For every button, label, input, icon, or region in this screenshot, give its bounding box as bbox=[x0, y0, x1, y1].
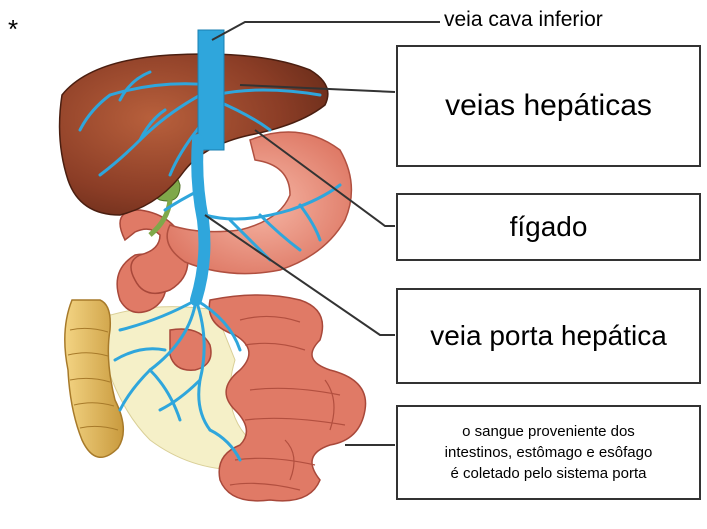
asterisk-marker: * bbox=[8, 14, 18, 45]
label-liver: fígado bbox=[396, 193, 701, 261]
note-line-1: o sangue proveniente dos bbox=[462, 421, 635, 442]
label-inferior-vena-cava: veia cava inferior bbox=[444, 8, 603, 32]
label-hepatic-veins: veias hepáticas bbox=[396, 45, 701, 167]
portal-vein bbox=[196, 140, 204, 300]
inferior-vena-cava bbox=[198, 30, 224, 150]
label-liver-text: fígado bbox=[510, 211, 588, 243]
note-line-2: intestinos, estômago e esôfago bbox=[445, 442, 653, 463]
label-hepatic-veins-text: veias hepáticas bbox=[445, 89, 652, 123]
note-box: o sangue proveniente dos intestinos, est… bbox=[396, 405, 701, 500]
label-portal-vein-text: veia porta hepática bbox=[430, 320, 667, 352]
note-line-3: é coletado pelo sistema porta bbox=[451, 463, 647, 484]
label-portal-vein: veia porta hepática bbox=[396, 288, 701, 384]
pointer-ivc bbox=[212, 22, 440, 40]
